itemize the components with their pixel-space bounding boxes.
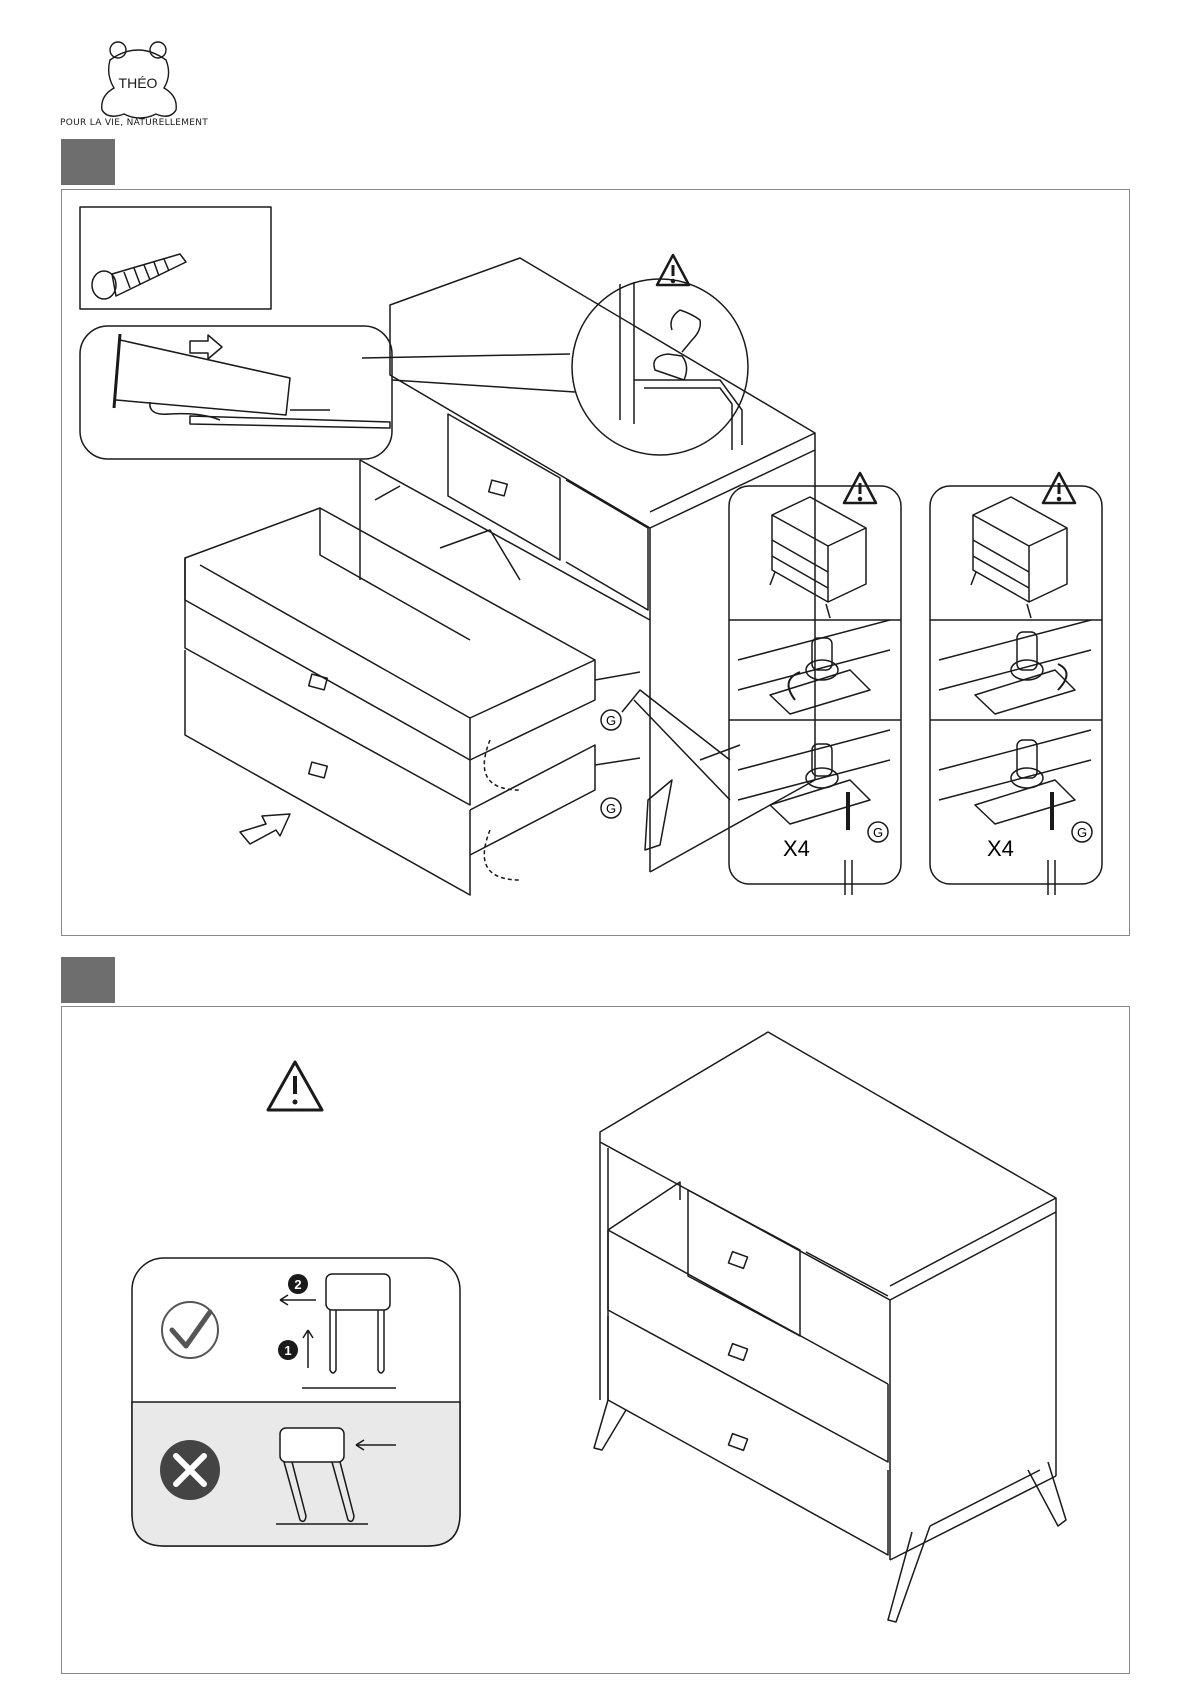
wrong-cross-icon [160, 1440, 220, 1500]
step-number-2: 2 [294, 1277, 301, 1292]
assembled-dresser [594, 1032, 1066, 1622]
step-number-1: 1 [284, 1343, 291, 1358]
